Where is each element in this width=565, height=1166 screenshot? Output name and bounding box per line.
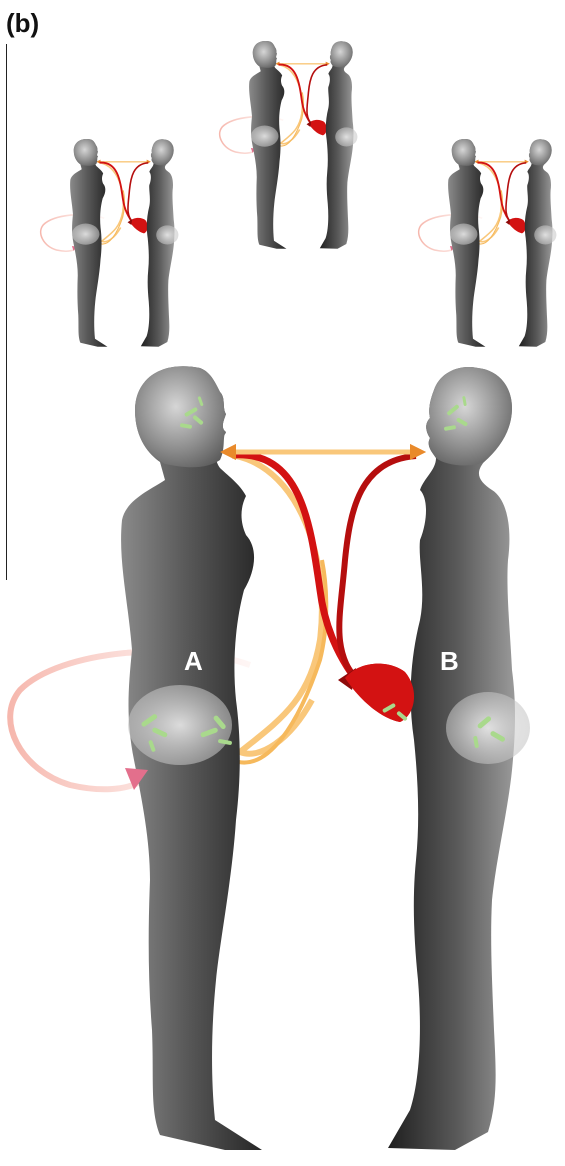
main-scene: A B [10, 366, 530, 1150]
thumbnail-left [41, 139, 179, 347]
panel-divider [6, 44, 7, 580]
red-gut-entry [345, 664, 414, 722]
person-b-figure [388, 367, 530, 1150]
person-b-label: B [440, 646, 459, 676]
panel-label: (b) [6, 8, 39, 39]
thumbnail-center [220, 41, 358, 249]
thumbnail-right [419, 139, 557, 347]
person-a-figure [121, 366, 262, 1150]
arrowhead-right [410, 444, 426, 460]
person-a-label: A [184, 646, 203, 676]
